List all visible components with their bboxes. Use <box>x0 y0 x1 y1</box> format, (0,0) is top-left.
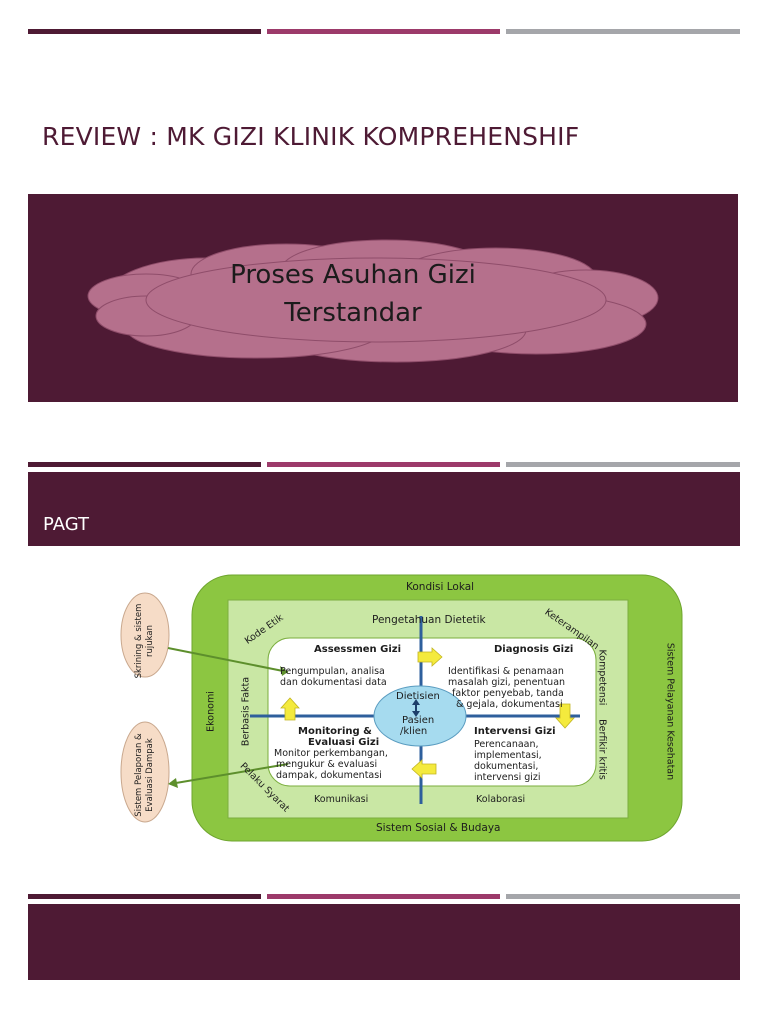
section-header <box>28 472 740 546</box>
bottom-bar-magenta <box>267 894 500 899</box>
label-inner-bottom-right: Kolaborasi <box>476 794 526 805</box>
cloud-line-1: Proses Asuhan Gizi <box>230 260 476 290</box>
q4-title: Intervensi Gizi <box>474 726 556 737</box>
side-bottom-text: Sistem Pelaporan & Evaluasi Dampak <box>134 733 155 817</box>
label-outer-bottom: Sistem Sosial & Budaya <box>376 822 501 834</box>
label-inner-top: Pengetahuan Dietetik <box>372 614 486 626</box>
q3-title-2: Evaluasi Gizi <box>308 737 380 748</box>
arrow-left <box>411 759 437 779</box>
pagt-diagram: Kondisi Lokal Sistem Sosial & Budaya Eko… <box>110 572 690 846</box>
top-bar-gray <box>506 29 740 34</box>
label-inner-bottom-left: Komunikasi <box>314 794 369 805</box>
connector-bottom-head <box>168 778 178 788</box>
center-arrow-up <box>412 699 420 705</box>
top-bar-magenta <box>267 29 500 34</box>
q2-title: Diagnosis Gizi <box>494 644 574 655</box>
side-oval-top <box>120 592 170 678</box>
top-bar-maroon <box>28 29 261 34</box>
center-bottom-1: Pasien <box>402 715 435 726</box>
bottom-bar-gray <box>506 894 740 899</box>
section-title: PAGT <box>43 514 90 535</box>
label-inner-right-bottom: Berfikir kritis <box>596 719 608 780</box>
center-ellipse <box>373 685 467 747</box>
center-arrow-down <box>412 711 420 717</box>
connector-bottom <box>169 763 289 785</box>
label-inner-left: Berbasis Fakta <box>240 676 252 747</box>
bottom-panel <box>28 904 740 980</box>
q2-line-1: Identifikasi & penamaan <box>448 666 564 677</box>
q4-line-2: implementasi, <box>474 750 542 761</box>
center-top: Dietisien <box>396 691 440 702</box>
mid-bar-gray <box>506 462 740 467</box>
q1-title: Assessmen Gizi <box>314 644 402 655</box>
q4-line-3: dokumentasi, <box>474 761 539 772</box>
label-inner-right-top: Kompetensi <box>596 649 608 706</box>
bottom-bar-maroon <box>28 894 261 899</box>
mid-bar-maroon <box>28 462 261 467</box>
pagt-diagram-graphics <box>120 574 683 842</box>
arrow-up <box>280 697 300 721</box>
slide-title: REVIEW : MK GIZI KLINIK KOMPREHENSHIF <box>42 122 580 151</box>
q4-line-4: intervensi gizi <box>474 772 541 783</box>
q2-line-3: faktor penyebab, tanda <box>452 688 564 699</box>
q3-line-1: Monitor perkembangan, <box>274 748 388 759</box>
q3-line-3: dampak, dokumentasi <box>276 770 382 781</box>
cloud-text: Proses Asuhan Gizi Terstandar <box>200 256 506 332</box>
side-top-text: Skrining & sistem rujukan <box>134 603 155 679</box>
cloud-shape <box>87 239 659 363</box>
q1-line-2: dan dokumentasi data <box>280 677 387 688</box>
mid-bar-magenta <box>267 462 500 467</box>
q3-title-1: Monitoring & <box>298 726 372 737</box>
arrow-down <box>555 703 575 729</box>
cloud-line-2: Terstandar <box>284 298 422 328</box>
connector-top <box>167 647 289 673</box>
label-outer-left: Ekonomi <box>205 691 217 732</box>
side-oval-bottom <box>120 721 170 823</box>
q2-line-4: & gejala, dokumentasi <box>456 699 563 710</box>
q4-line-1: Perencanaan, <box>474 739 539 750</box>
label-outer-right: Sistem Pelayanan Kesehatan <box>664 642 676 781</box>
q2-line-2: masalah gizi, penentuan <box>448 677 566 688</box>
q3-line-2: mengukur & evaluasi <box>276 759 378 770</box>
q1-line-1: Pengumpulan, analisa <box>280 666 385 677</box>
label-outer-top: Kondisi Lokal <box>406 581 475 593</box>
connector-top-head <box>280 666 288 676</box>
arrow-right <box>417 647 443 667</box>
center-bottom-2: /klien <box>400 726 428 737</box>
